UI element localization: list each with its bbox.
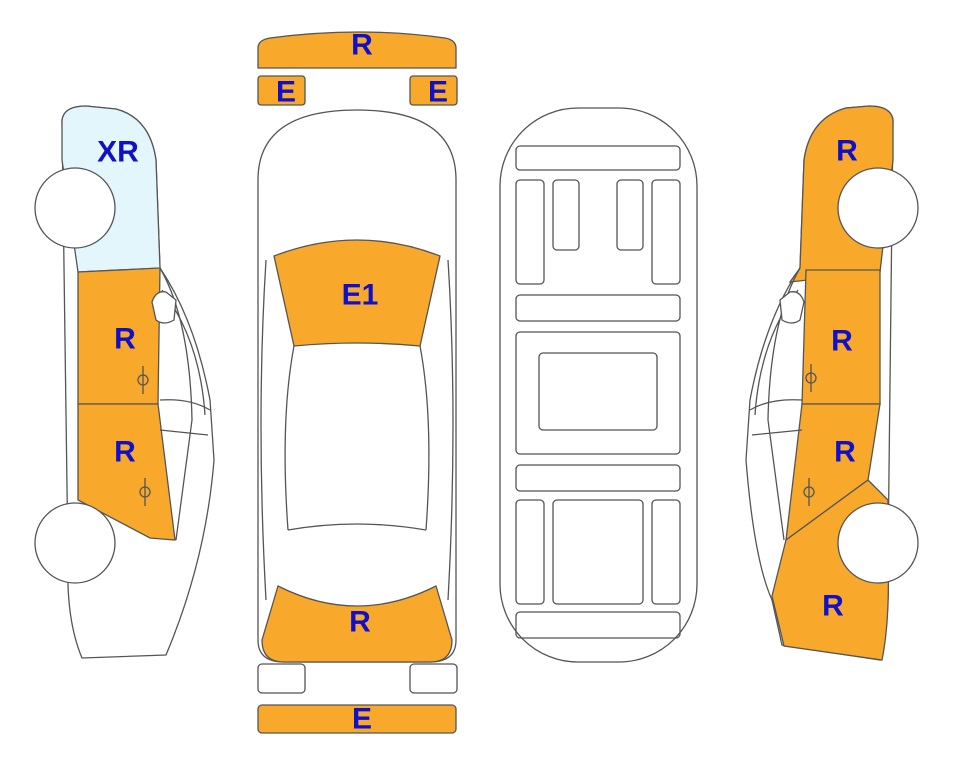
left-side-rear-door-panel	[77, 403, 176, 541]
right-side-lower-line	[751, 429, 803, 436]
right-side-rear-wheel	[837, 502, 919, 584]
top-windshield-label: E1	[342, 279, 379, 312]
right-side-pillar-line	[767, 267, 801, 541]
top-headlight-right-label: E	[428, 76, 448, 109]
top-headlight-left	[257, 75, 306, 106]
underbody-floor-frame	[515, 331, 681, 455]
left-side-quarter-label: XR	[97, 136, 139, 169]
right-side-belt-line	[749, 399, 803, 411]
top-cabin-left-line	[284, 345, 295, 531]
underbody-front-inner-left	[552, 179, 580, 251]
left-side-rear-door-label: R	[114, 436, 136, 469]
right-side-front-door-label: R	[831, 325, 853, 358]
underbody-mid-crossmember	[515, 294, 681, 322]
top-rear-bumper-label: E	[352, 703, 372, 736]
underbody-rear-left-rail	[515, 499, 545, 605]
top-front-bumper	[257, 31, 457, 69]
underbody-front-inner-right	[616, 179, 644, 251]
top-taillight-right	[409, 663, 458, 694]
underbody-front-right-rail	[651, 179, 681, 285]
underbody-front-left-rail	[515, 179, 545, 285]
right-side-front-wheel	[837, 167, 919, 249]
top-view: R E E E1 R E	[257, 29, 458, 736]
right-side-fender-label: R	[836, 135, 858, 168]
underbody-front-crossmember	[515, 145, 681, 171]
top-headlight-left-label: E	[276, 76, 296, 109]
top-front-bumper-label: R	[351, 29, 373, 62]
left-side-belt-line	[159, 399, 211, 411]
left-side-pillar-line	[159, 267, 193, 541]
left-side-view: XR R R	[34, 105, 215, 659]
top-side-left-line	[260, 259, 267, 601]
top-taillight-left	[257, 663, 306, 694]
top-rear-glass-line	[287, 523, 427, 531]
top-cabin-right-line	[419, 345, 430, 531]
right-side-rear-door-label: R	[834, 436, 856, 469]
underbody-rear-end-panel	[515, 611, 681, 639]
right-side-quarter-label: R	[822, 590, 844, 623]
underbody-floor-pan	[538, 352, 658, 431]
right-side-mirror	[779, 291, 805, 324]
left-side-lower-line	[159, 429, 209, 436]
top-windshield	[273, 239, 441, 347]
top-rear-window-label: R	[349, 606, 371, 639]
left-side-mirror	[151, 291, 177, 324]
underbody-view	[499, 107, 698, 663]
left-side-rear-wheel	[34, 167, 116, 249]
top-side-right-line	[447, 259, 454, 601]
top-rear-window	[261, 585, 453, 663]
underbody-rear-center	[552, 499, 644, 605]
right-side-view: R R R R	[745, 105, 919, 661]
left-side-front-wheel	[34, 502, 116, 584]
underbody-rear-right-rail	[651, 499, 681, 605]
left-side-front-door-label: R	[114, 323, 136, 356]
top-headlight-right	[409, 75, 458, 106]
top-rear-bumper	[257, 704, 457, 734]
underbody-rear-crossmember	[515, 464, 681, 492]
underbody-outline	[499, 107, 698, 663]
